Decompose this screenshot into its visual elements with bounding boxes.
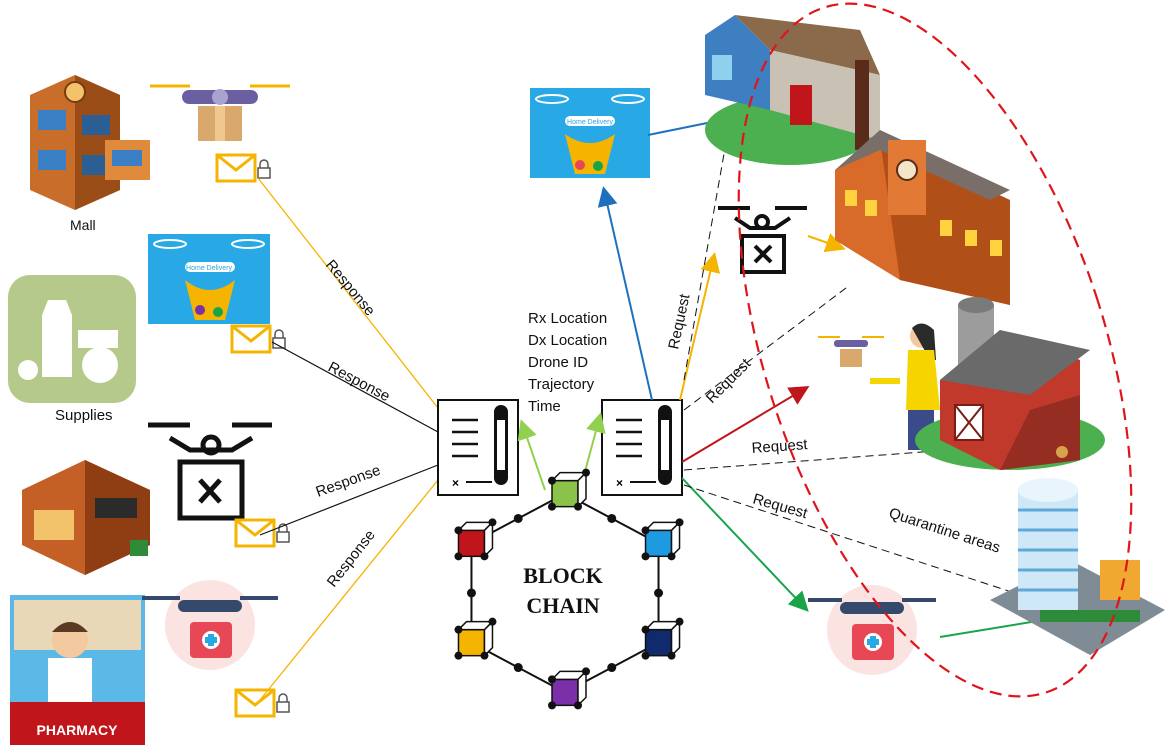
- small-drone-icon: [818, 336, 884, 367]
- chain-link-node: [607, 663, 617, 673]
- response-label-4: Response: [324, 527, 379, 591]
- request-label-2: Request: [703, 355, 755, 407]
- svg-text:×: ×: [452, 476, 459, 490]
- chain-node: [574, 701, 582, 710]
- chain-node: [454, 552, 463, 561]
- failed-drone-icon-left: [148, 422, 272, 521]
- chain-node: [548, 701, 556, 710]
- chain-node: [480, 552, 489, 561]
- dashed-line-barn: [683, 447, 976, 471]
- encrypted-envelope-icon-4: [234, 688, 290, 718]
- response-line-4: [259, 479, 439, 701]
- chain-node: [675, 518, 684, 527]
- blockchain-ring: [454, 468, 684, 710]
- chain-node: [548, 502, 556, 511]
- home-delivery-label-left: Home Delivery: [186, 265, 232, 272]
- field-rx-location: Rx Location: [528, 310, 607, 327]
- transaction-document-left: ×: [437, 399, 519, 496]
- chain-node: [675, 617, 684, 626]
- field-drone-id: Drone ID: [528, 354, 588, 371]
- response-line-3: [259, 464, 439, 536]
- response-label-1: Response: [322, 257, 378, 320]
- chain-node: [488, 617, 497, 626]
- transaction-fields: Rx Location Dx Location Drone ID Traject…: [528, 310, 607, 415]
- home-delivery-card-right: [530, 88, 650, 178]
- supplies-icon: [8, 275, 136, 403]
- request-label-1: Request: [665, 292, 693, 351]
- chain-node: [454, 526, 463, 535]
- dashed-line-house: [683, 119, 731, 381]
- school-building-icon: [835, 130, 1010, 305]
- chain-node: [641, 625, 650, 634]
- response-line-1: [257, 177, 439, 409]
- home-delivery-card-left: [148, 234, 270, 324]
- chain-block-1: [550, 470, 588, 509]
- mall-building-icon: [30, 75, 150, 210]
- field-trajectory: Trajectory: [528, 376, 595, 393]
- chain-node: [488, 518, 497, 527]
- house-building-icon: [705, 15, 880, 165]
- encrypted-envelope-icon-2: [230, 324, 286, 354]
- chain-node: [667, 651, 676, 660]
- chain-block-3: [643, 619, 682, 658]
- chain-node: [667, 552, 676, 561]
- field-time: Time: [528, 398, 561, 415]
- quarantine-boundary: [737, 2, 1133, 698]
- chain-block-2: [643, 520, 682, 559]
- chain-node: [641, 651, 650, 660]
- response-label-2: Response: [325, 359, 393, 406]
- response-label-3: Response: [314, 462, 383, 501]
- svg-text:×: ×: [616, 476, 623, 490]
- request-arrow-yellow: [679, 252, 721, 401]
- blockchain-line-2: CHAIN: [526, 593, 599, 618]
- chain-node: [548, 675, 556, 684]
- request-label-3: Request: [751, 436, 809, 457]
- pharmacy-label: PHARMACY: [37, 722, 119, 738]
- request-label-4: Request: [751, 491, 810, 523]
- encrypted-envelope-icon-3: [234, 518, 290, 548]
- barn-building-icon: [915, 297, 1105, 470]
- chain-link-node: [466, 588, 476, 598]
- quarantine-label: Quarantine areas: [887, 505, 1002, 557]
- dashed-line-school: [683, 284, 851, 411]
- hospital-building-icon: [990, 478, 1165, 655]
- store-building-icon: [22, 460, 150, 575]
- chain-block-6: [456, 520, 495, 559]
- home-delivery-label-right: Home Delivery: [567, 119, 613, 126]
- request-arrow-red: [681, 385, 810, 463]
- chain-to-doc-left-arrow: [517, 419, 546, 491]
- chain-node: [574, 502, 582, 511]
- chain-link-node: [654, 588, 664, 598]
- chain-node: [641, 552, 650, 561]
- chain-link-node: [513, 513, 523, 523]
- chain-link-node: [607, 513, 617, 523]
- chain-node: [454, 625, 463, 634]
- chain-node: [582, 667, 590, 676]
- encrypted-envelope-icon-1: [215, 153, 271, 183]
- chain-block-4: [550, 669, 588, 708]
- pharmacy-icon: [10, 595, 145, 745]
- medical-drone-icon-right: [808, 585, 936, 675]
- chain-link-node: [513, 663, 523, 673]
- field-dx-location: Dx Location: [528, 332, 607, 349]
- chain-block-5: [456, 619, 495, 658]
- supplies-label: Supplies: [55, 407, 113, 424]
- yellow-link-school: [807, 233, 846, 253]
- chain-node: [582, 468, 590, 477]
- chain-node: [454, 651, 463, 660]
- blockchain-line-1: BLOCK: [523, 563, 602, 588]
- chain-node: [480, 651, 489, 660]
- mall-label: Mall: [70, 217, 96, 233]
- transaction-document-right: ×: [601, 399, 683, 496]
- failed-drone-icon-right: [718, 206, 807, 274]
- response-line-2: [271, 341, 439, 433]
- request-arrow-green: [681, 477, 809, 612]
- medical-drone-icon-left: [142, 580, 278, 670]
- dashed-line-hospital: [683, 484, 1031, 599]
- delivery-drone-box-icon: [150, 84, 290, 141]
- request-arrow-blue: [597, 186, 653, 401]
- chain-node: [641, 526, 650, 535]
- chain-node: [548, 476, 556, 485]
